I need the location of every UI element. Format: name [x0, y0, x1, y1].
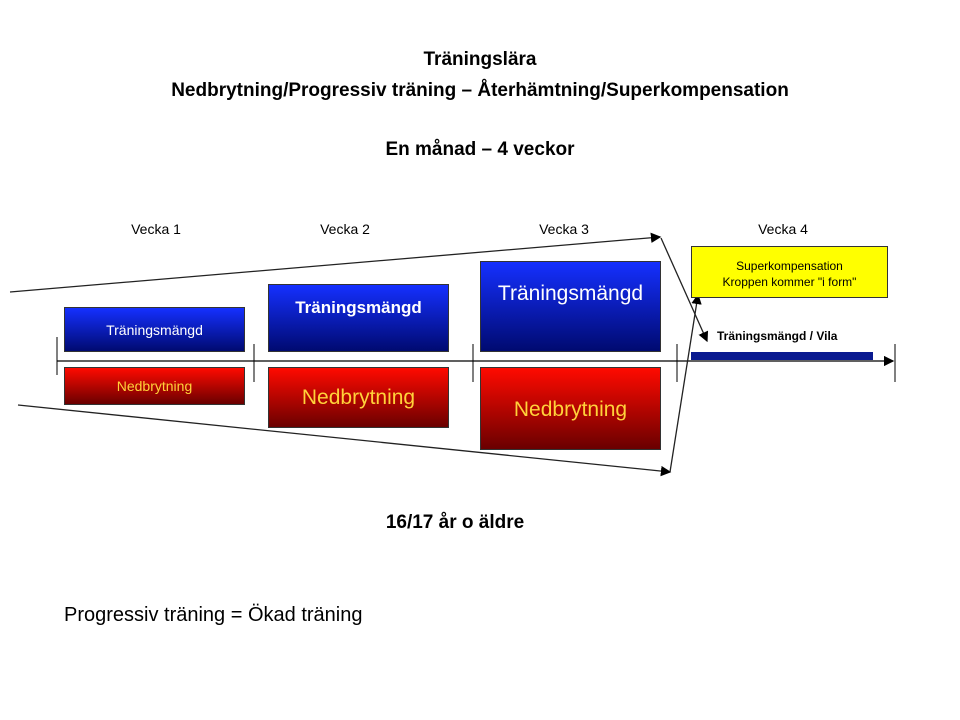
rest-label: Träningsmängd / Vila: [717, 329, 838, 343]
upper-trend-arrow: [9, 232, 662, 293]
training-block-week-1: Träningsmängd: [64, 307, 245, 352]
week-4-label: Vecka 4: [758, 221, 808, 237]
rest-bar: [691, 352, 873, 360]
training-label: Träningsmängd: [106, 321, 203, 338]
breakdown-label: Nedbrytning: [301, 386, 416, 409]
supercompensation-box: Superkompensation Kroppen kommer "i form…: [691, 246, 888, 298]
footer-note: Progressiv träning = Ökad träning: [64, 604, 363, 626]
period-title: En månad – 4 veckor: [385, 139, 575, 160]
breakdown-block-week-3: Nedbrytning: [480, 367, 661, 450]
week-2-label: Vecka 2: [320, 221, 370, 237]
breakdown-block-week-1: Nedbrytning: [64, 367, 245, 405]
week-3-label: Vecka 3: [539, 221, 589, 237]
title: Träningslära: [423, 49, 537, 70]
breakdown-label: Nedbrytning: [513, 398, 628, 421]
breakdown-label: Nedbrytning: [116, 378, 193, 394]
drop-arrow: [660, 237, 709, 343]
week-1-label: Vecka 1: [131, 221, 181, 237]
super-line-1: Superkompensation: [736, 259, 843, 273]
training-label: Träningsmängd: [497, 282, 644, 305]
subtitle: Nedbrytning/Progressiv träning – Återhäm…: [171, 80, 789, 101]
training-label: Träningsmängd: [295, 298, 422, 317]
training-block-week-3: Träningsmängd: [480, 261, 661, 352]
age-label: 16/17 år o äldre: [385, 512, 525, 533]
super-line-2: Kroppen kommer "i form": [722, 275, 857, 289]
lower-trend-arrow: [17, 404, 672, 477]
rise-arrow: [669, 293, 702, 473]
training-block-week-2: Träningsmängd: [268, 284, 449, 352]
breakdown-block-week-2: Nedbrytning: [268, 367, 449, 428]
